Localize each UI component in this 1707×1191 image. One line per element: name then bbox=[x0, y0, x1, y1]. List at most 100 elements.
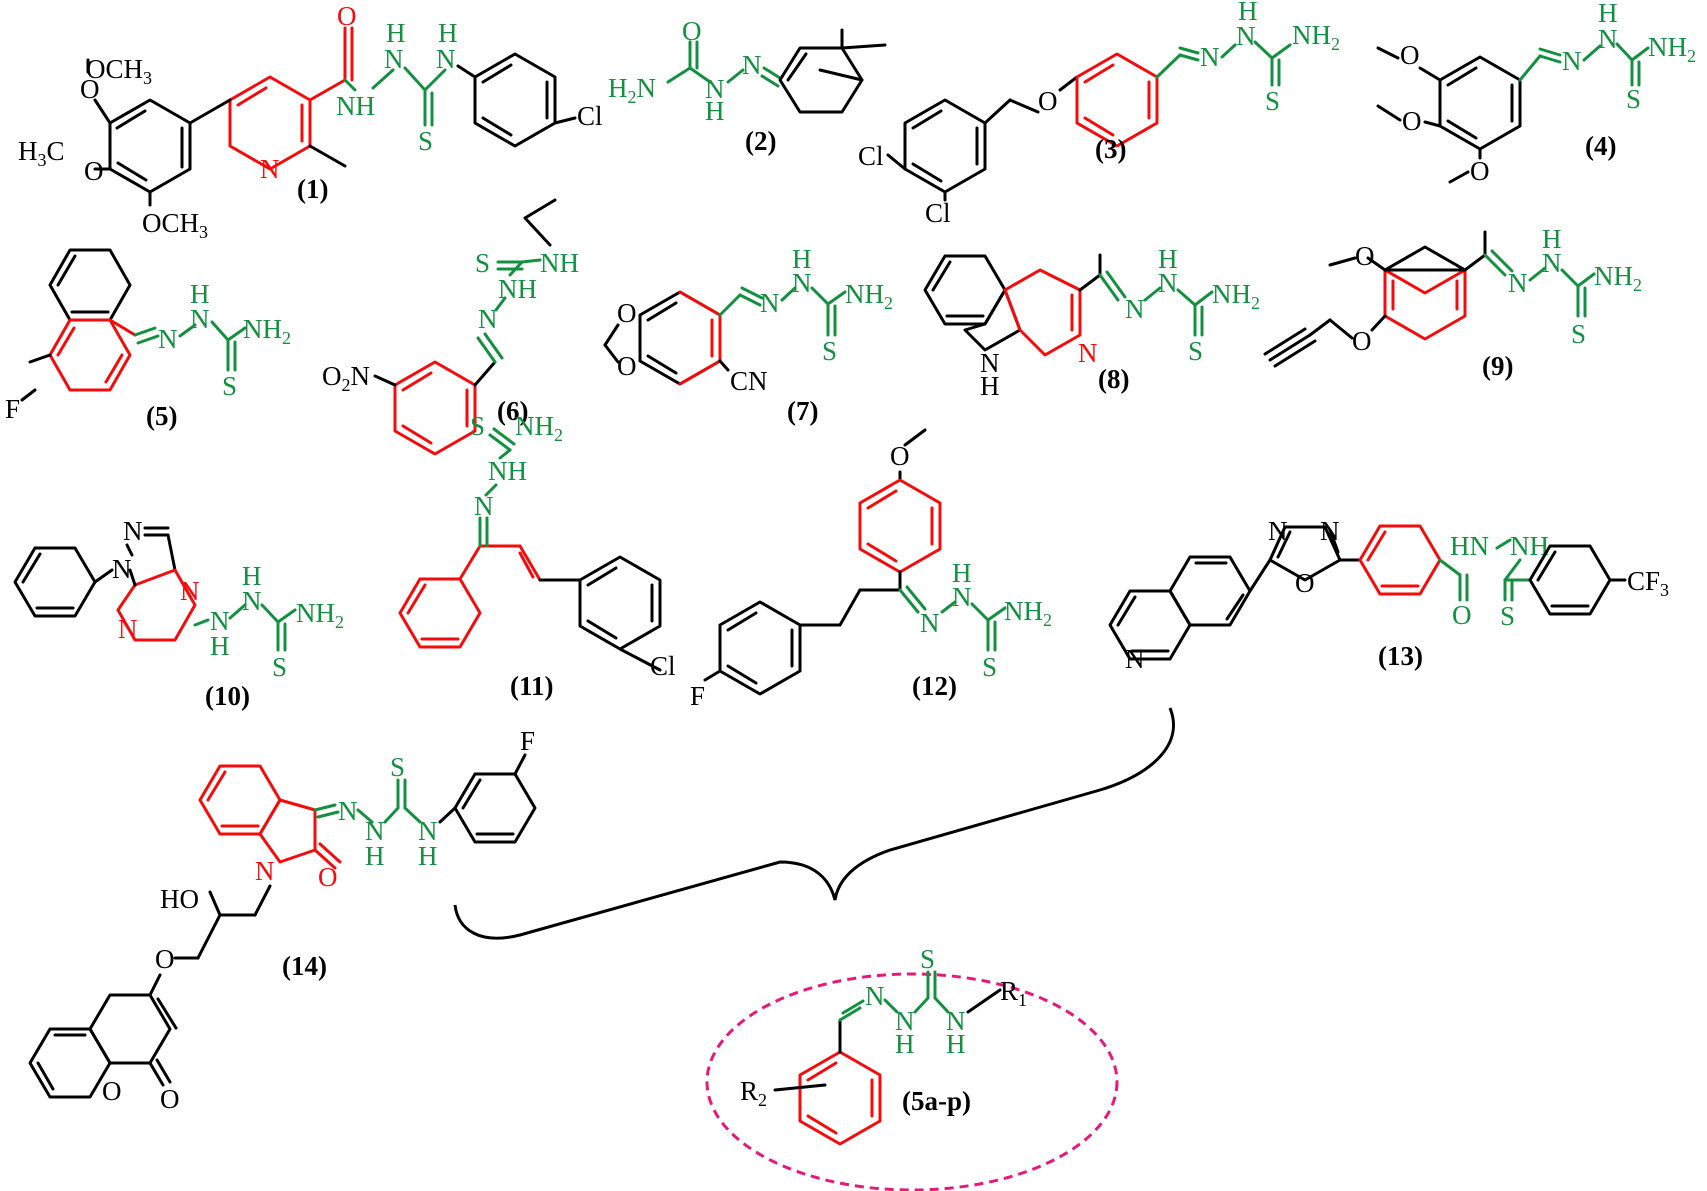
label-target-series: (5a-p) bbox=[902, 1086, 971, 1116]
pyrazole-n1: N bbox=[112, 554, 132, 584]
compound-12: O F N H N S NH2 (12) bbox=[690, 428, 1052, 711]
compound-6: O2N N NH S NH (6) bbox=[322, 198, 579, 456]
benzodioxole-ring bbox=[638, 290, 722, 386]
compound-7: O O CN N H N S NH2 (7) bbox=[603, 244, 893, 426]
phenyl-ring-top bbox=[1383, 245, 1467, 272]
fluorine-atom: F bbox=[520, 726, 535, 756]
carbonyl-oxygen: O bbox=[160, 1084, 180, 1114]
dichlorophenyl-ring bbox=[903, 98, 987, 194]
atom-h: H bbox=[386, 18, 406, 48]
atom-n: N bbox=[242, 586, 262, 616]
dioxole-oxygen: O bbox=[617, 298, 637, 328]
label-compound-9: (9) bbox=[1482, 351, 1513, 381]
hydroxyl-group: HO bbox=[160, 884, 199, 914]
oxadiazole-o: O bbox=[1295, 568, 1315, 598]
coumarin-oxygen: O bbox=[102, 1076, 122, 1106]
dioxole-oxygen: O bbox=[617, 351, 637, 381]
pyridine-nitrogen: N bbox=[260, 154, 280, 184]
label-compound-3: (3) bbox=[1095, 134, 1126, 164]
fluorophenyl-ring bbox=[718, 600, 802, 696]
atom-n: N bbox=[946, 1006, 966, 1036]
carboline-benzo-ring bbox=[923, 254, 1007, 326]
atom-h: H bbox=[365, 841, 385, 871]
compound-13: N N N O O HN NH S CF3 (13) bbox=[1108, 516, 1669, 674]
atom-n: N bbox=[436, 44, 456, 74]
phenyl-ring-red bbox=[1075, 52, 1159, 148]
pinene-ring bbox=[778, 46, 864, 114]
amine-nh2: NH2 bbox=[243, 314, 291, 348]
atom-nh: NH bbox=[488, 456, 527, 486]
isatin-benzo-ring bbox=[198, 764, 282, 836]
compound-5: F N H N S NH2 (5) bbox=[5, 248, 291, 431]
label-compound-12: (12) bbox=[912, 671, 957, 701]
imine-n: N bbox=[865, 981, 885, 1011]
imine-n: N bbox=[474, 491, 494, 521]
atom-nh: NH bbox=[336, 91, 375, 121]
amine-nh2: NH2 bbox=[845, 279, 893, 313]
label-compound-7: (7) bbox=[787, 396, 818, 426]
oxadiazole-n: N bbox=[1268, 516, 1288, 546]
imine-n: N bbox=[1562, 46, 1582, 76]
atom-n: N bbox=[895, 1006, 915, 1036]
atom-n: N bbox=[418, 816, 438, 846]
r2-substituent: R2 bbox=[740, 1076, 767, 1110]
imine-n: N bbox=[338, 796, 358, 826]
label-compound-11: (11) bbox=[510, 671, 554, 701]
chlorine-atom: Cl bbox=[925, 198, 951, 228]
amine-nh2: NH2 bbox=[296, 598, 344, 632]
methoxy-oxygen: O bbox=[80, 74, 100, 104]
atom-h: H bbox=[946, 1029, 966, 1059]
label-compound-1: (1) bbox=[297, 174, 328, 204]
atom-n: N bbox=[210, 606, 230, 636]
methoxy-label-left: H3C bbox=[18, 136, 65, 170]
atom-n: N bbox=[1236, 21, 1256, 51]
amide-nh2: H2N bbox=[608, 73, 656, 107]
thione-sulfur: S bbox=[418, 126, 433, 156]
nitrophenyl-ring bbox=[393, 360, 477, 456]
methoxy-label-top: OCH3 bbox=[86, 54, 152, 88]
carboline-pyrrole-ring bbox=[963, 288, 1022, 352]
chlorine-atom: Cl bbox=[858, 141, 884, 171]
phenyl-ring-red bbox=[398, 577, 482, 649]
isatin-pyrrolidone-ring bbox=[258, 798, 317, 864]
carbonyl-oxygen: O bbox=[337, 1, 357, 31]
imine-n: N bbox=[1125, 294, 1145, 324]
atom-h: H bbox=[242, 561, 262, 591]
thione-sulfur: S bbox=[1265, 86, 1280, 116]
amine-nh2: NH2 bbox=[1594, 261, 1642, 295]
thione-sulfur: S bbox=[1626, 84, 1641, 114]
phenyl-ring-red bbox=[1383, 268, 1467, 341]
imine-n: N bbox=[1508, 268, 1528, 298]
methoxy-oxygen: O bbox=[1470, 156, 1490, 186]
nitrile-group: CN bbox=[730, 366, 768, 396]
compound-8: N H N N H N S NH2 (8) bbox=[923, 244, 1260, 401]
trimethoxyphenyl-ring bbox=[1438, 55, 1522, 151]
atom-n: N bbox=[1542, 248, 1562, 278]
label-compound-8: (8) bbox=[1098, 364, 1129, 394]
compound-9: O O N H N S NH2 (9) bbox=[1263, 224, 1642, 381]
thione-sulfur: S bbox=[982, 652, 997, 682]
ether-oxygen: O bbox=[1352, 326, 1372, 356]
atom-h: H bbox=[792, 244, 812, 274]
atom-n: N bbox=[952, 582, 972, 612]
naphthalene-ring-a bbox=[48, 248, 132, 322]
phenyl-ring-red bbox=[798, 1050, 882, 1146]
pyrazole-n2: N bbox=[123, 516, 143, 546]
quinoline-nitrogen: N bbox=[1125, 644, 1145, 674]
methoxy-oxygen: O bbox=[1402, 106, 1422, 136]
atom-h: H bbox=[1238, 0, 1258, 26]
isatin-nitrogen: N bbox=[255, 856, 275, 886]
methoxy-oxygen: O bbox=[1355, 241, 1375, 271]
methoxy-oxygen: O bbox=[1400, 40, 1420, 70]
phenyl-ring-red bbox=[1358, 524, 1442, 596]
imine-n: N bbox=[760, 288, 780, 318]
methoxyphenyl-ring bbox=[858, 478, 942, 574]
fluorine-atom: F bbox=[5, 394, 20, 424]
amine-nh2: NH2 bbox=[515, 411, 563, 445]
thione-sulfur: S bbox=[1188, 336, 1203, 366]
chlorophenyl-ring bbox=[578, 555, 662, 651]
compound-14: N O N N H S N H F HO O O O (14) bbox=[28, 726, 537, 1114]
quinoline-ring-b bbox=[1168, 555, 1252, 627]
atom-h: H bbox=[438, 18, 458, 48]
